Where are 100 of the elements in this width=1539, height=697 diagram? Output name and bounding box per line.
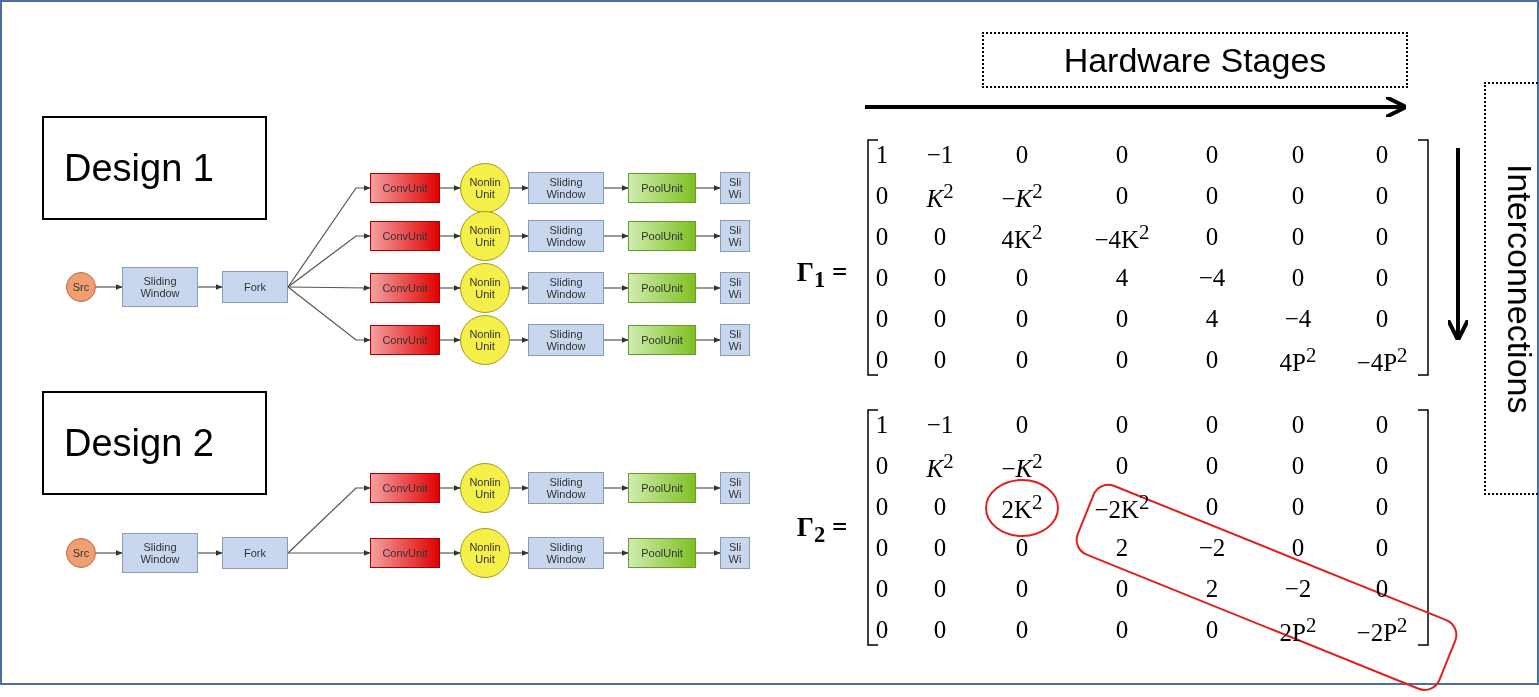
conv-unit-box: ConvUnit bbox=[370, 221, 440, 251]
matrix-entry: −2 bbox=[1284, 575, 1312, 603]
matrix-entry: 0 bbox=[1015, 534, 1029, 562]
matrix-entry: 0 bbox=[1375, 264, 1389, 292]
nonlin-circle: Nonlin Unit bbox=[460, 263, 510, 313]
arrow bbox=[439, 285, 461, 291]
process-box: Sliding Window bbox=[122, 533, 198, 573]
matrix-entry: 0 bbox=[1205, 223, 1219, 251]
matrix-entry: −4P$^{2}$ bbox=[1356, 342, 1408, 378]
matrix-entry: 0 bbox=[933, 305, 947, 333]
dotted-label-box: Interconnections bbox=[1484, 82, 1539, 495]
matrix-entry: −2 bbox=[1198, 534, 1226, 562]
arrow bbox=[509, 550, 529, 556]
matrix-entry: 2 bbox=[1115, 534, 1129, 562]
dotted-label-box: Hardware Stages bbox=[982, 32, 1408, 88]
matrix-entry: 0 bbox=[875, 346, 889, 374]
matrix-entry: 0 bbox=[1375, 305, 1389, 333]
arrow bbox=[287, 485, 371, 554]
arrow bbox=[509, 233, 529, 239]
process-box: Fork bbox=[222, 537, 288, 569]
arrow bbox=[695, 233, 721, 239]
matrix-entry: 0 bbox=[1291, 223, 1305, 251]
matrix-entry: 0 bbox=[1115, 411, 1129, 439]
matrix-entry: 4K$^{2}$ bbox=[1001, 219, 1043, 255]
conv-unit-box: ConvUnit bbox=[370, 538, 440, 568]
arrow bbox=[95, 550, 123, 556]
arrow bbox=[603, 233, 629, 239]
matrix-entry: 0 bbox=[1291, 493, 1305, 521]
matrix-entry: 0 bbox=[875, 493, 889, 521]
process-box: Sli Wi bbox=[720, 272, 750, 304]
arrow bbox=[439, 185, 461, 191]
matrix-entry: 0 bbox=[1291, 452, 1305, 480]
matrix-entry: 0 bbox=[1375, 223, 1389, 251]
matrix-entry: 0 bbox=[1015, 346, 1029, 374]
matrix-entry: 0 bbox=[1375, 493, 1389, 521]
matrix-entry: 0 bbox=[1115, 575, 1129, 603]
arrow bbox=[197, 550, 223, 556]
matrix-entry: 0 bbox=[875, 305, 889, 333]
matrix-entry: 1 bbox=[875, 141, 889, 169]
source-circle: Src bbox=[66, 272, 96, 302]
matrix-entry: 0 bbox=[875, 575, 889, 603]
arrow bbox=[197, 284, 223, 290]
nonlin-circle: Nonlin Unit bbox=[460, 463, 510, 513]
process-box: Sli Wi bbox=[720, 472, 750, 504]
matrix-entry: 0 bbox=[933, 264, 947, 292]
matrix-symbol: Γ$_{1}$ = bbox=[796, 256, 848, 294]
process-box: Sliding Window bbox=[528, 324, 604, 356]
matrix-entry: −K$^{2}$ bbox=[1001, 448, 1043, 484]
arrow bbox=[439, 485, 461, 491]
matrix-entry: 0 bbox=[875, 264, 889, 292]
pool-unit-box: PoolUnit bbox=[628, 273, 696, 303]
matrix-entry: 0 bbox=[1015, 616, 1029, 644]
matrix-entry: −1 bbox=[926, 141, 954, 169]
matrix-entry: 0 bbox=[1015, 141, 1029, 169]
arrow bbox=[695, 337, 721, 343]
matrix-symbol: Γ$_{2}$ = bbox=[796, 511, 848, 549]
process-box: Sliding Window bbox=[528, 537, 604, 569]
matrix-entry: −4K$^{2}$ bbox=[1094, 219, 1150, 255]
matrix-entry: 0 bbox=[1015, 575, 1029, 603]
matrix-entry: 2 bbox=[1205, 575, 1219, 603]
arrow bbox=[439, 337, 461, 343]
arrow bbox=[287, 286, 371, 343]
matrix-entry: 0 bbox=[933, 575, 947, 603]
conv-unit-box: ConvUnit bbox=[370, 473, 440, 503]
arrow bbox=[287, 233, 371, 288]
matrix-entry: −2P$^{2}$ bbox=[1356, 612, 1408, 648]
matrix-entry: −4 bbox=[1198, 264, 1226, 292]
matrix-entry: −1 bbox=[926, 411, 954, 439]
matrix-entry: 0 bbox=[1205, 452, 1219, 480]
pool-unit-box: PoolUnit bbox=[628, 325, 696, 355]
conv-unit-box: ConvUnit bbox=[370, 273, 440, 303]
process-box: Sliding Window bbox=[122, 267, 198, 307]
matrix-entry: 2K$^{2}$ bbox=[1001, 489, 1043, 525]
matrix-entry: 0 bbox=[933, 223, 947, 251]
process-box: Sli Wi bbox=[720, 172, 750, 204]
matrix-entry: 0 bbox=[1291, 141, 1305, 169]
matrix-entry: 0 bbox=[1205, 616, 1219, 644]
matrix-entry: −4 bbox=[1284, 305, 1312, 333]
matrix-entry: 0 bbox=[1115, 182, 1129, 210]
design-label-box: Design 2 bbox=[42, 391, 267, 495]
matrix-entry: 0 bbox=[1375, 411, 1389, 439]
pool-unit-box: PoolUnit bbox=[628, 473, 696, 503]
matrix-entry: K$^{2}$ bbox=[926, 448, 954, 484]
matrix-entry: 0 bbox=[1205, 346, 1219, 374]
matrix-entry: 0 bbox=[1291, 534, 1305, 562]
process-box: Sliding Window bbox=[528, 472, 604, 504]
process-box: Fork bbox=[222, 271, 288, 303]
arrow bbox=[695, 485, 721, 491]
matrix-entry: 0 bbox=[1015, 305, 1029, 333]
conv-unit-box: ConvUnit bbox=[370, 173, 440, 203]
arrow bbox=[603, 337, 629, 343]
process-box: Sliding Window bbox=[528, 172, 604, 204]
nonlin-circle: Nonlin Unit bbox=[460, 315, 510, 365]
arrow bbox=[603, 550, 629, 556]
source-circle: Src bbox=[66, 538, 96, 568]
matrix-entry: 0 bbox=[1375, 182, 1389, 210]
arrow bbox=[287, 550, 371, 556]
arrow bbox=[287, 185, 371, 288]
matrix-entry: 4 bbox=[1205, 305, 1219, 333]
arrow bbox=[695, 550, 721, 556]
